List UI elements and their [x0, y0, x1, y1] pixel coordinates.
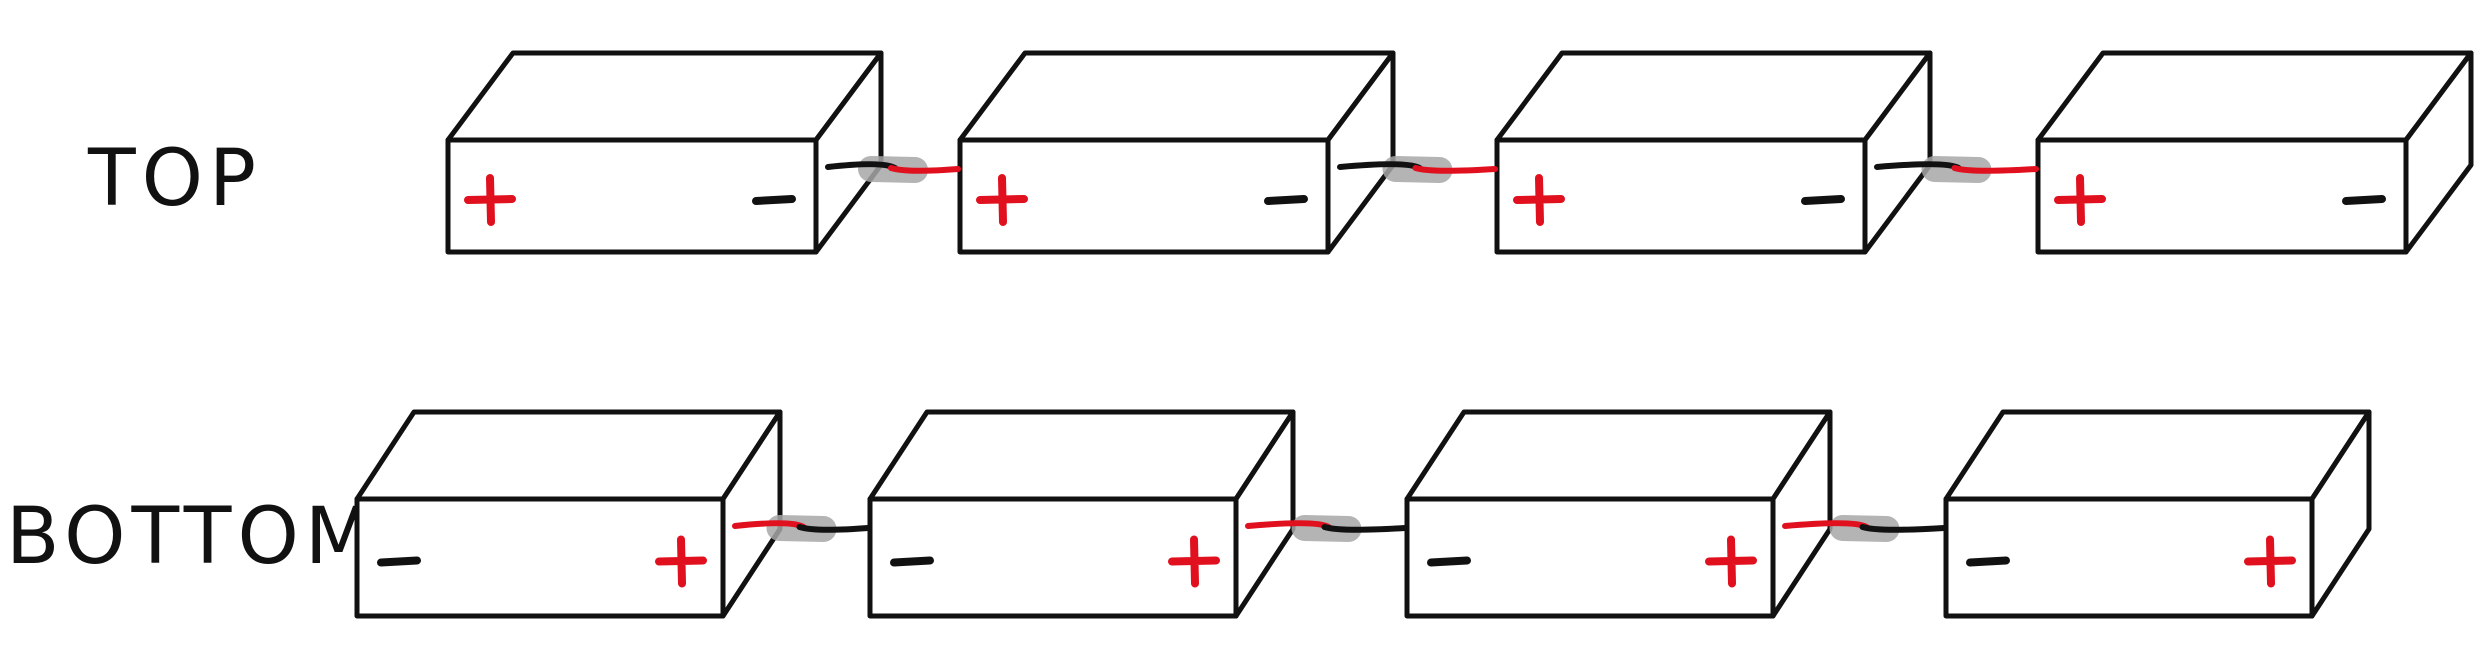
negative-terminal-icon: [1264, 195, 1308, 205]
battery-top-face: [354, 409, 783, 502]
wire-lead-right: [796, 524, 871, 533]
negative-terminal-icon: [1801, 195, 1845, 205]
positive-terminal-icon: [655, 535, 707, 588]
series-connection-wire: [1337, 156, 1498, 183]
battery-top-2: [957, 50, 1396, 255]
positive-terminal-icon: [464, 174, 516, 226]
series-connection-wire: [1782, 515, 1947, 542]
wire-lead-right: [888, 165, 961, 174]
battery-front-face: [1494, 137, 1868, 255]
positive-terminal-icon: [1513, 174, 1565, 226]
wire-lead-right: [1859, 524, 1947, 533]
battery-bottom-4: [1943, 409, 2372, 619]
battery-top-face: [445, 50, 884, 143]
negative-terminal-icon: [1427, 556, 1471, 567]
battery-top-face: [2035, 50, 2474, 143]
battery-bottom-2: [867, 409, 1296, 619]
battery-rows: [354, 50, 2474, 619]
wire-lead-right: [1951, 165, 2039, 174]
row-label-bottom: BOTTOM: [6, 492, 378, 582]
battery-top-face: [1943, 409, 2372, 502]
battery-front-face: [957, 137, 1331, 255]
row-label-top: TOP: [87, 134, 262, 224]
wire-lead-right: [1412, 165, 1498, 174]
positive-terminal-icon: [1705, 535, 1757, 588]
series-connection-wire: [1874, 156, 2039, 183]
battery-top-4: [2035, 50, 2474, 255]
positive-terminal-icon: [2054, 174, 2106, 226]
battery-top-face: [867, 409, 1296, 502]
positive-terminal-icon: [1168, 535, 1220, 588]
battery-top-face: [1404, 409, 1833, 502]
battery-top-face: [1494, 50, 1933, 143]
negative-terminal-icon: [1966, 556, 2010, 567]
series-connection-wire: [825, 156, 961, 183]
series-connection-wire: [1245, 515, 1408, 542]
positive-terminal-icon: [2244, 535, 2296, 588]
battery-top-1: [445, 50, 884, 255]
battery-bottom-3: [1404, 409, 1833, 619]
negative-terminal-icon: [890, 556, 934, 567]
negative-terminal-icon: [2342, 195, 2386, 205]
series-connection-wire: [732, 515, 871, 542]
battery-top-face: [957, 50, 1396, 143]
negative-terminal-icon: [752, 195, 796, 205]
positive-terminal-icon: [976, 174, 1028, 226]
negative-terminal-icon: [377, 556, 421, 567]
battery-top-3: [1494, 50, 1933, 255]
wire-lead-right: [1321, 524, 1408, 533]
battery-bottom-1: [354, 409, 783, 619]
